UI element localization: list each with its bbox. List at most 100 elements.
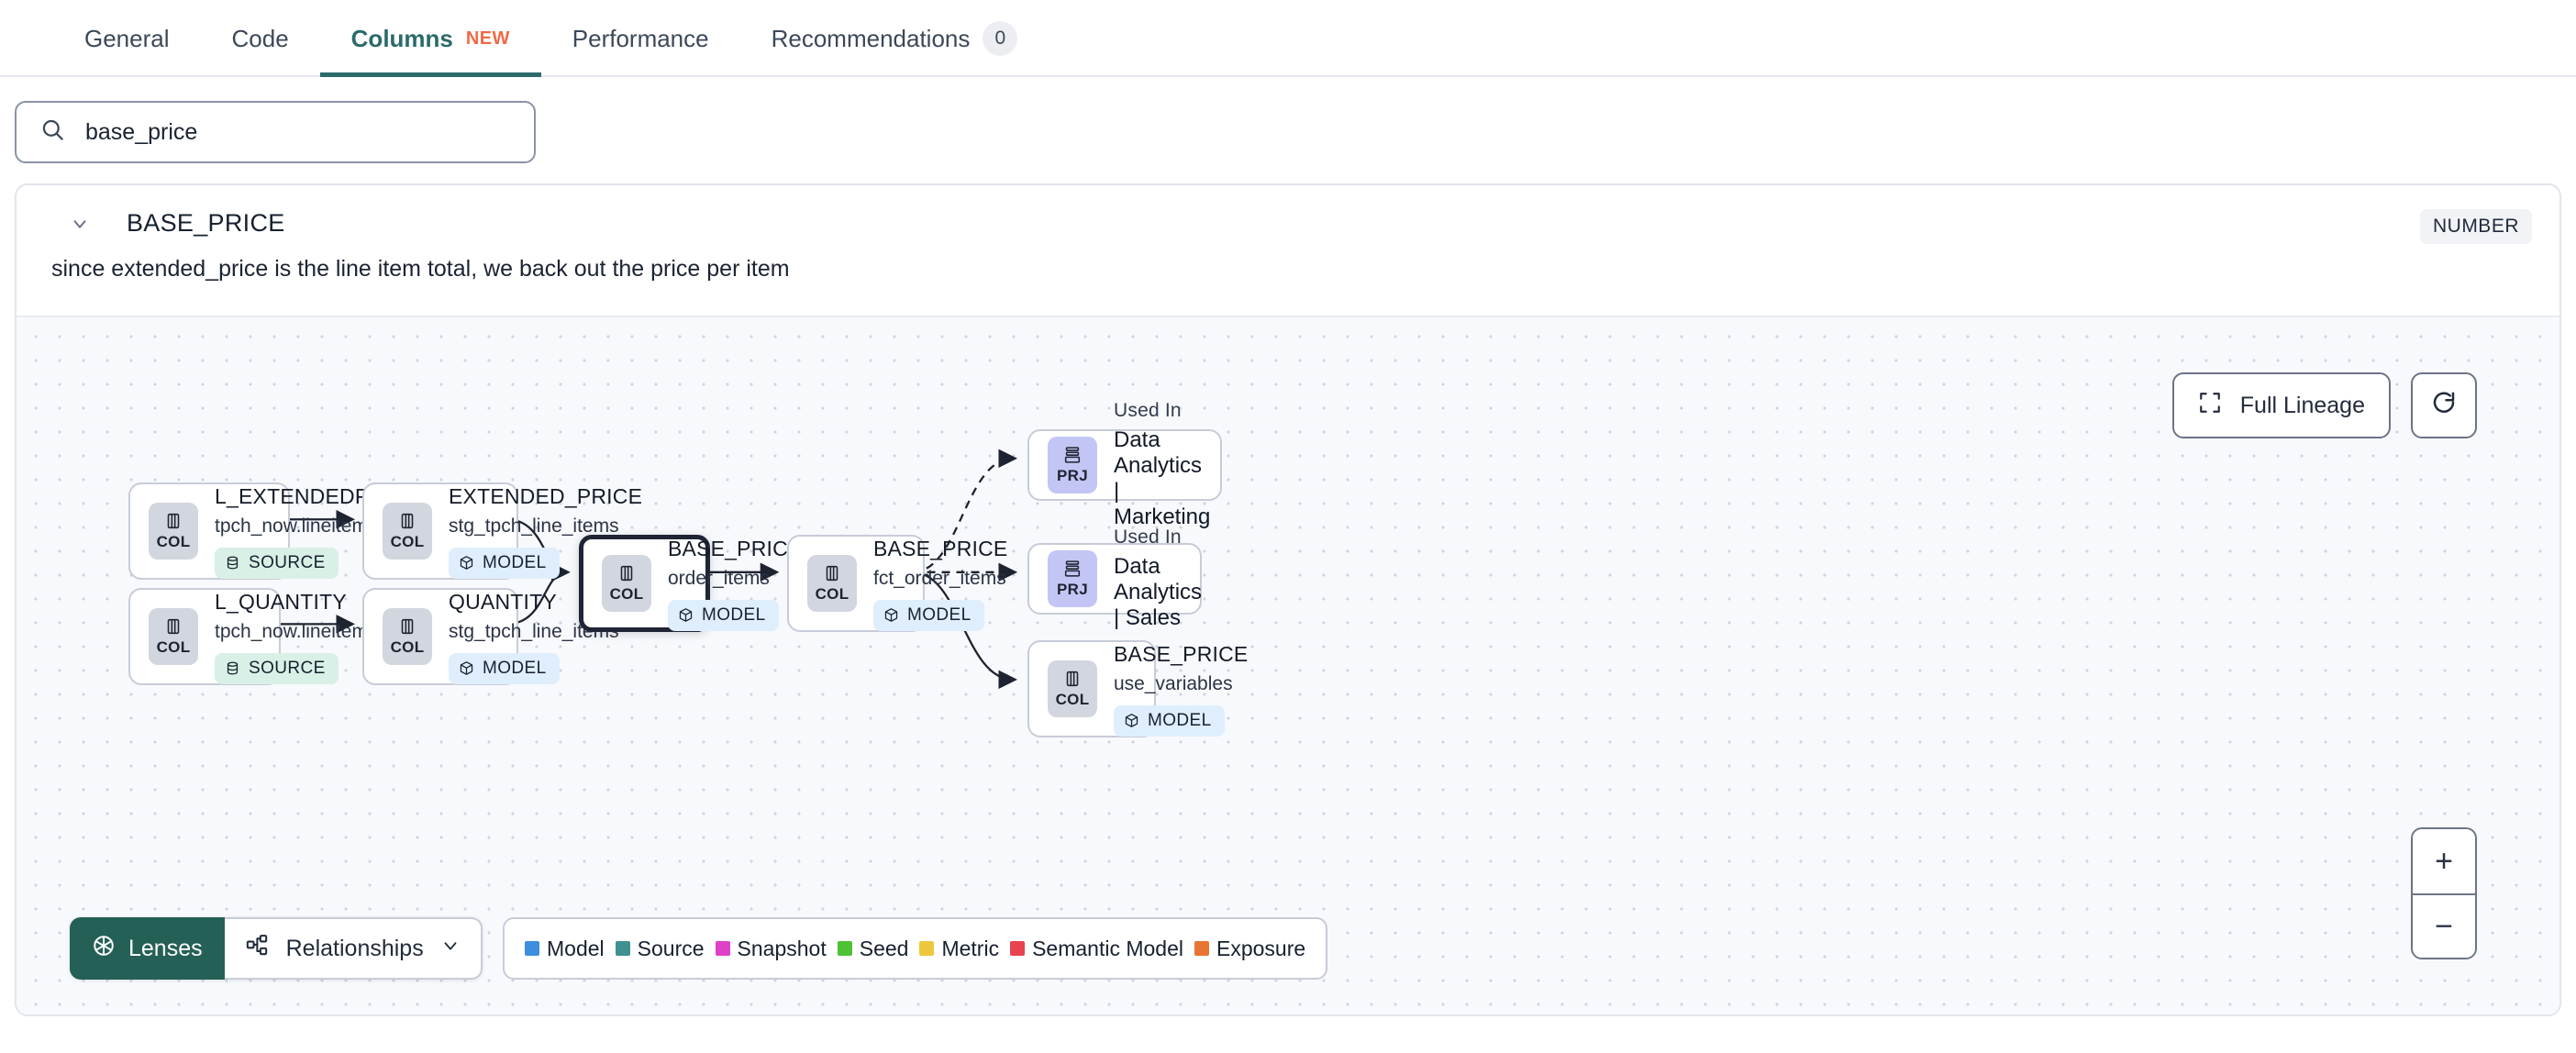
tab-label: Recommendations	[771, 24, 971, 52]
tab-performance[interactable]: Performance	[541, 0, 740, 77]
node-type-badge-col: COL	[383, 503, 432, 560]
lineage-canvas[interactable]: COL L_EXTENDEDPRICE tpch_now.lineitem SO…	[17, 316, 2559, 1014]
legend-swatch	[715, 941, 730, 956]
node-type-label: COL	[390, 638, 425, 656]
node-name: BASE_PRICE	[668, 536, 803, 560]
lineage-node-extended-price[interactable]: COL EXTENDED_PRICE stg_tpch_line_items M…	[362, 482, 642, 580]
legend-label: Seed	[859, 936, 909, 960]
zoom-in-button[interactable]: +	[2413, 829, 2475, 893]
lineage-node-l-extendedprice[interactable]: COL L_EXTENDEDPRICE tpch_now.lineitem SO…	[128, 482, 420, 580]
legend-swatch	[1194, 941, 1209, 956]
node-type-label: COL	[156, 533, 191, 550]
zoom-out-button[interactable]: −	[2413, 893, 2475, 958]
node-subtitle: fct_order_items	[873, 567, 1006, 589]
node-badge-label: MODEL	[702, 604, 766, 625]
node-resource-badge: MODEL	[1114, 704, 1225, 737]
legend-label: Semantic Model	[1032, 936, 1183, 960]
legend-item-source[interactable]: Source	[615, 936, 705, 961]
lineage-node-base-price-use-variables[interactable]: COL BASE_PRICE use_variables MODEL	[1027, 640, 1248, 737]
chevron-down-icon[interactable]	[68, 212, 92, 236]
node-subtitle: tpch_now.lineitem	[215, 515, 368, 537]
search-icon	[40, 117, 65, 147]
legend-swatch	[837, 941, 852, 956]
tab-label: General	[84, 24, 170, 52]
node-type-badge-col: COL	[383, 608, 432, 665]
tab-bar: General Code Columns NEW Performance Rec…	[0, 0, 2576, 77]
tab-recommendations[interactable]: Recommendations 0	[740, 0, 1049, 77]
tab-general[interactable]: General	[53, 0, 201, 77]
lineage-node-base-price-order-items[interactable]: COL BASE_PRICE order_items MODEL	[579, 535, 802, 632]
zoom-controls[interactable]: + −	[2411, 827, 2477, 959]
node-subtitle: Data Analytics | Sales	[1114, 554, 1203, 630]
node-name: QUANTITY	[449, 589, 557, 614]
legend-item-seed[interactable]: Seed	[837, 936, 909, 961]
node-type-badge-col: COL	[149, 608, 198, 665]
lineage-node-project-sales[interactable]: PRJ Used In Data Analytics | Sales	[1027, 526, 1202, 630]
relationships-label: Relationships	[285, 935, 424, 961]
lenses-group: Lenses Relationships	[70, 917, 483, 980]
legend-label: Metric	[941, 936, 1000, 960]
legend-label: Exposure	[1216, 936, 1306, 960]
node-name: Used In	[1114, 526, 1182, 548]
node-subtitle: stg_tpch_line_items	[449, 515, 619, 537]
lineage-node-quantity[interactable]: COL QUANTITY stg_tpch_line_items MODEL	[362, 588, 619, 685]
node-subtitle: Data Analytics | Marketing	[1114, 427, 1211, 529]
legend-item-model[interactable]: Model	[525, 937, 605, 961]
node-type-label: COL	[156, 638, 191, 656]
column-type-badge: NUMBER	[2419, 209, 2532, 244]
tab-label: Performance	[572, 24, 709, 52]
refresh-button[interactable]	[2411, 372, 2477, 438]
tab-new-badge: NEW	[465, 28, 510, 49]
legend: Model Source Snapshot Seed Metric Semant…	[503, 917, 1328, 980]
search-box[interactable]	[15, 101, 536, 163]
legend-swatch	[1010, 941, 1026, 956]
node-name: EXTENDED_PRICE	[449, 483, 643, 508]
node-type-label: COL	[609, 585, 644, 603]
legend-item-exposure[interactable]: Exposure	[1194, 937, 1305, 961]
node-subtitle: tpch_now.lineitem	[215, 620, 368, 642]
node-name: L_QUANTITY	[215, 589, 347, 614]
node-resource-badge: SOURCE	[215, 547, 339, 579]
relationships-graph-icon	[245, 933, 270, 964]
node-badge-label: MODEL	[907, 604, 972, 625]
node-type-badge-prj: PRJ	[1048, 437, 1097, 493]
node-badge-label: MODEL	[1148, 710, 1212, 730]
tab-columns[interactable]: Columns NEW	[319, 0, 541, 77]
search-row	[0, 77, 2576, 163]
legend-label: Source	[637, 936, 705, 960]
node-badge-label: MODEL	[483, 552, 547, 572]
lineage-node-project-marketing[interactable]: PRJ Used In Data Analytics | Marketing	[1027, 400, 1222, 529]
node-type-label: COL	[1055, 691, 1090, 708]
column-header: BASE_PRICE NUMBER	[17, 185, 2559, 244]
node-type-label: PRJ	[1057, 581, 1088, 598]
lineage-node-l-quantity[interactable]: COL L_QUANTITY tpch_now.lineitem SOURCE	[128, 588, 368, 685]
legend-swatch	[525, 941, 539, 956]
node-subtitle: order_items	[668, 567, 770, 589]
legend-swatch	[919, 941, 935, 956]
node-type-label: COL	[815, 585, 849, 603]
full-lineage-button[interactable]: Full Lineage	[2171, 372, 2391, 438]
lenses-button[interactable]: Lenses	[70, 917, 225, 980]
node-badge-label: SOURCE	[249, 658, 326, 678]
node-badge-label: MODEL	[483, 658, 547, 678]
page-title: BASE_PRICE	[127, 209, 285, 237]
node-type-badge-col: COL	[149, 503, 198, 560]
search-input[interactable]	[85, 118, 471, 146]
full-lineage-label: Full Lineage	[2239, 392, 2365, 418]
node-badge-label: SOURCE	[249, 552, 326, 572]
node-type-label: PRJ	[1057, 467, 1088, 484]
column-card: BASE_PRICE NUMBER since extended_price i…	[15, 183, 2561, 1016]
tab-label: Columns	[350, 24, 453, 52]
relationships-dropdown[interactable]: Relationships	[224, 917, 483, 980]
node-subtitle: stg_tpch_line_items	[449, 620, 619, 642]
legend-label: Model	[547, 936, 605, 960]
lenses-label: Lenses	[128, 935, 203, 961]
legend-item-snapshot[interactable]: Snapshot	[715, 937, 827, 961]
legend-item-metric[interactable]: Metric	[919, 937, 999, 961]
legend-swatch	[615, 941, 630, 956]
node-resource-badge: MODEL	[449, 547, 560, 579]
legend-item-semantic-model[interactable]: Semantic Model	[1010, 937, 1183, 961]
node-resource-badge: MODEL	[449, 652, 560, 684]
lineage-node-base-price-fct-order-items[interactable]: COL BASE_PRICE fct_order_items MODEL	[787, 535, 1007, 632]
tab-code[interactable]: Code	[201, 0, 320, 77]
